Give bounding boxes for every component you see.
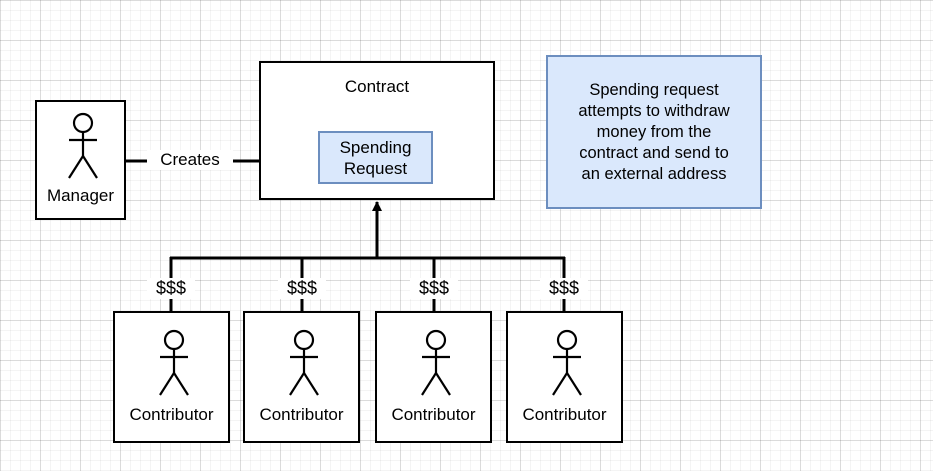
node-contributor-1-label: Contributor [129,405,214,424]
node-contract[interactable]: Contract [259,61,495,200]
node-contributor-1[interactable]: Contributor [113,311,230,443]
node-spending-request[interactable]: Spending Request [318,131,433,184]
money-label-4: $$$ [540,278,588,299]
stick-figure-icon [289,329,319,396]
edge-creates-label: Creates [147,150,233,170]
node-contributor-2-label: Contributor [259,405,344,424]
money-label-2: $$$ [278,278,326,299]
node-contributor-2[interactable]: Contributor [243,311,360,443]
node-contract-label: Contract [344,77,410,96]
node-spending-request-label: Spending Request [339,137,412,178]
annotation-note: Spending request attempts to withdraw mo… [546,55,762,209]
stick-figure-icon [421,329,451,396]
node-contributor-4[interactable]: Contributor [506,311,623,443]
node-manager[interactable]: Manager [35,100,126,220]
node-contributor-3-label: Contributor [391,405,476,424]
node-contributor-4-label: Contributor [522,405,607,424]
money-label-3: $$$ [410,278,458,299]
stick-figure-icon [68,112,98,179]
stick-figure-icon [552,329,582,396]
annotation-note-text: Spending request attempts to withdraw mo… [578,80,730,183]
node-contributor-3[interactable]: Contributor [375,311,492,443]
node-manager-label: Manager [46,186,115,205]
stick-figure-icon [159,329,189,396]
money-label-1: $$$ [147,278,195,299]
